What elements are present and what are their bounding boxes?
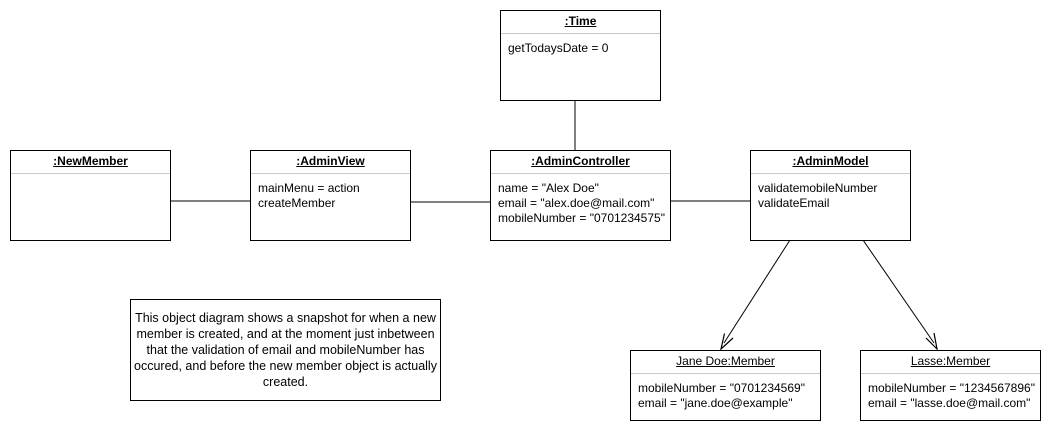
- link-model-lasse: [862, 239, 935, 344]
- object-new-member[interactable]: :NewMember: [10, 150, 171, 241]
- object-attribute: validateEmail: [758, 196, 830, 210]
- diagram-note-text: This object diagram shows a snapshot for…: [134, 311, 437, 389]
- object-attribute: getTodaysDate = 0: [508, 41, 609, 55]
- object-lasse-member[interactable]: Lasse:Member mobileNumber = "1234567896"…: [860, 350, 1041, 421]
- diagram-note[interactable]: This object diagram shows a snapshot for…: [130, 299, 441, 401]
- arrowhead-jane-icon: [719, 333, 734, 351]
- object-attributes: [11, 174, 170, 181]
- object-admin-controller[interactable]: :AdminController name = "Alex Doe" email…: [490, 150, 671, 241]
- object-attribute: validatemobileNumber: [758, 181, 878, 195]
- object-attribute: mobileNumber = "0701234575": [498, 211, 665, 225]
- object-attribute: email = "jane.doe@example": [638, 396, 793, 410]
- object-admin-model[interactable]: :AdminModel validatemobileNumber validat…: [750, 150, 911, 241]
- object-title: Jane Doe:Member: [631, 351, 820, 374]
- object-jane-member[interactable]: Jane Doe:Member mobileNumber = "07012345…: [630, 350, 821, 421]
- object-attribute: mainMenu = action: [258, 181, 360, 195]
- object-title: :AdminModel: [751, 151, 910, 174]
- object-attribute: createMember: [258, 196, 336, 210]
- object-title: :NewMember: [11, 151, 170, 174]
- object-attributes: name = "Alex Doe" email = "alex.doe@mail…: [491, 174, 670, 226]
- arrowhead-lasse-icon: [925, 332, 938, 351]
- object-time[interactable]: :Time getTodaysDate = 0: [500, 10, 661, 101]
- object-attribute: email = "alex.doe@mail.com": [498, 196, 655, 210]
- object-attribute: mobileNumber = "1234567896": [868, 381, 1035, 395]
- object-title: :Time: [501, 11, 660, 34]
- object-title: :AdminView: [251, 151, 410, 174]
- object-attributes: mainMenu = action createMember: [251, 174, 410, 211]
- object-attribute: mobileNumber = "0701234569": [638, 381, 805, 395]
- object-attributes: mobileNumber = "0701234569" email = "jan…: [631, 374, 820, 411]
- object-attribute: email = "lasse.doe@mail.com": [868, 396, 1031, 410]
- object-attributes: getTodaysDate = 0: [501, 34, 660, 56]
- object-title: :AdminController: [491, 151, 670, 174]
- object-admin-view[interactable]: :AdminView mainMenu = action createMembe…: [250, 150, 411, 241]
- link-model-jane: [723, 239, 791, 344]
- object-attributes: validatemobileNumber validateEmail: [751, 174, 910, 211]
- object-attribute: name = "Alex Doe": [498, 181, 599, 195]
- object-title: Lasse:Member: [861, 351, 1040, 374]
- object-attributes: mobileNumber = "1234567896" email = "las…: [861, 374, 1040, 411]
